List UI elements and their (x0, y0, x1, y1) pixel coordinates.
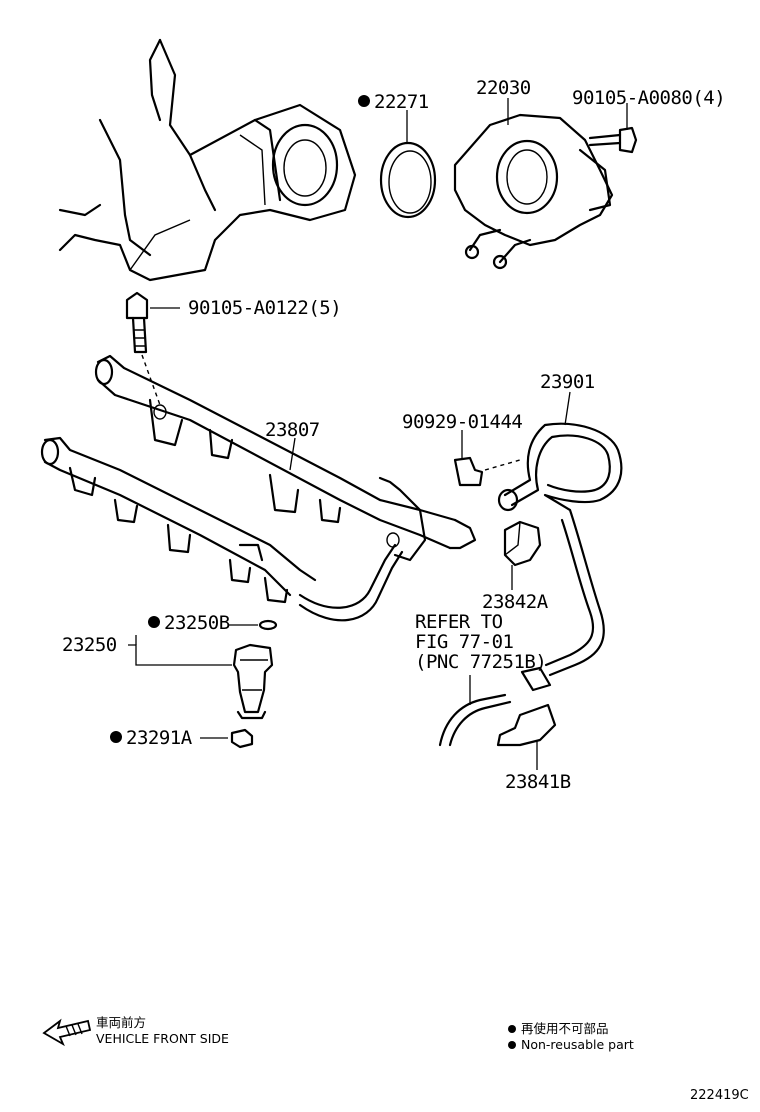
vehicle-front-arrow-icon (42, 1018, 92, 1047)
label-22030: 22030 (476, 77, 531, 99)
label-23901: 23901 (540, 371, 595, 393)
clip-23841b-drawing (496, 703, 557, 770)
non-reusable-dot-icon (358, 95, 370, 107)
non-reusable-dot-icon (508, 1025, 516, 1033)
bolt-90105-a0122-drawing (125, 291, 180, 406)
label-23291a: 23291A (110, 728, 192, 748)
non-reusable-jp: 再使用不可部品 (508, 1018, 609, 1037)
fuel-hose-23901-drawing (497, 391, 623, 692)
figure-code: 222419C (690, 1088, 749, 1103)
label-90105-a0080: 90105-A0080(4) (572, 87, 726, 109)
non-reusable-dot-icon (110, 731, 122, 743)
label-90105-a0122: 90105-A0122(5) (188, 297, 342, 319)
non-reusable-en: Non-reusable part (508, 1037, 634, 1052)
label-23807: 23807 (265, 419, 320, 441)
vehicle-front-jp: 車両前方 (96, 1015, 147, 1030)
refer-hose-drawing (438, 675, 512, 747)
label-23250: 23250 (62, 634, 117, 656)
fuel-rail-lower-drawing (40, 436, 317, 604)
clip-23842a-drawing (503, 520, 542, 590)
refer-note-line2: FIG 77-01 (415, 631, 514, 653)
non-reusable-dot-icon (508, 1041, 516, 1049)
label-23841b: 23841B (505, 771, 571, 793)
injector-23250-drawing (128, 619, 278, 749)
fuel-rail-23807-upper-drawing (94, 354, 477, 562)
throttle-body-22030-drawing (453, 98, 614, 270)
label-22271: 22271 (358, 92, 429, 112)
vehicle-front-en: VEHICLE FRONT SIDE (96, 1031, 229, 1046)
refer-note-line3: (PNC 77251B) (415, 651, 547, 673)
label-23842a: 23842A (482, 591, 548, 613)
label-23250b: 23250B (148, 613, 230, 633)
refer-note-line1: REFER TO (415, 611, 503, 633)
non-reusable-dot-icon (148, 616, 160, 628)
label-90929-01444: 90929-01444 (402, 411, 523, 433)
clip-90929-01444-drawing (453, 430, 521, 487)
bolt-90105-a0080-drawing (588, 103, 638, 154)
gasket-22271-drawing (379, 110, 437, 219)
crossover-pipe-drawing (298, 543, 404, 622)
intake-manifold-drawing (58, 38, 357, 282)
